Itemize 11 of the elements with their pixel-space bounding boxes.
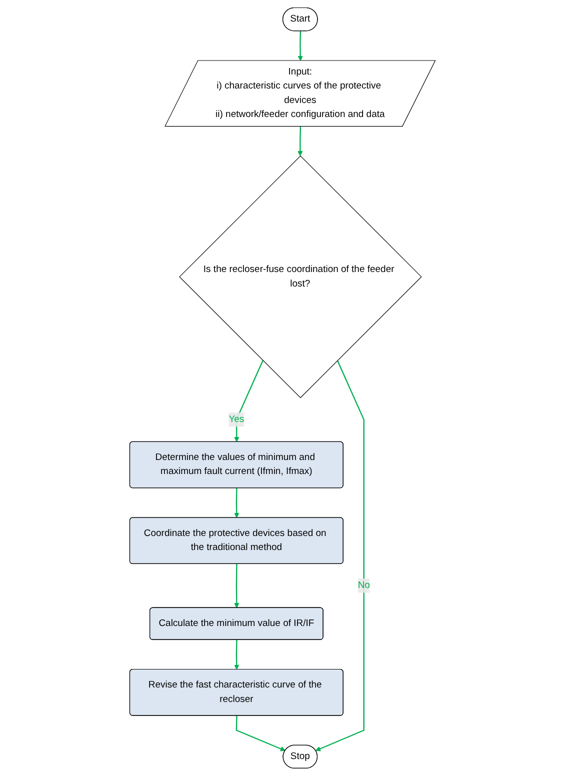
edge-label: No bbox=[358, 580, 370, 590]
node-diamond: Is the recloser-fuse coordination of the feeder lost? bbox=[180, 156, 422, 398]
arrow bbox=[298, 31, 304, 62]
arrow bbox=[234, 640, 240, 670]
edge-label: Yes bbox=[229, 414, 245, 424]
arrow bbox=[236, 716, 286, 752]
arrow bbox=[316, 360, 365, 752]
arrow bbox=[234, 488, 240, 518]
arrow bbox=[298, 126, 304, 156]
arrow bbox=[234, 564, 240, 608]
arrow bbox=[234, 360, 264, 442]
